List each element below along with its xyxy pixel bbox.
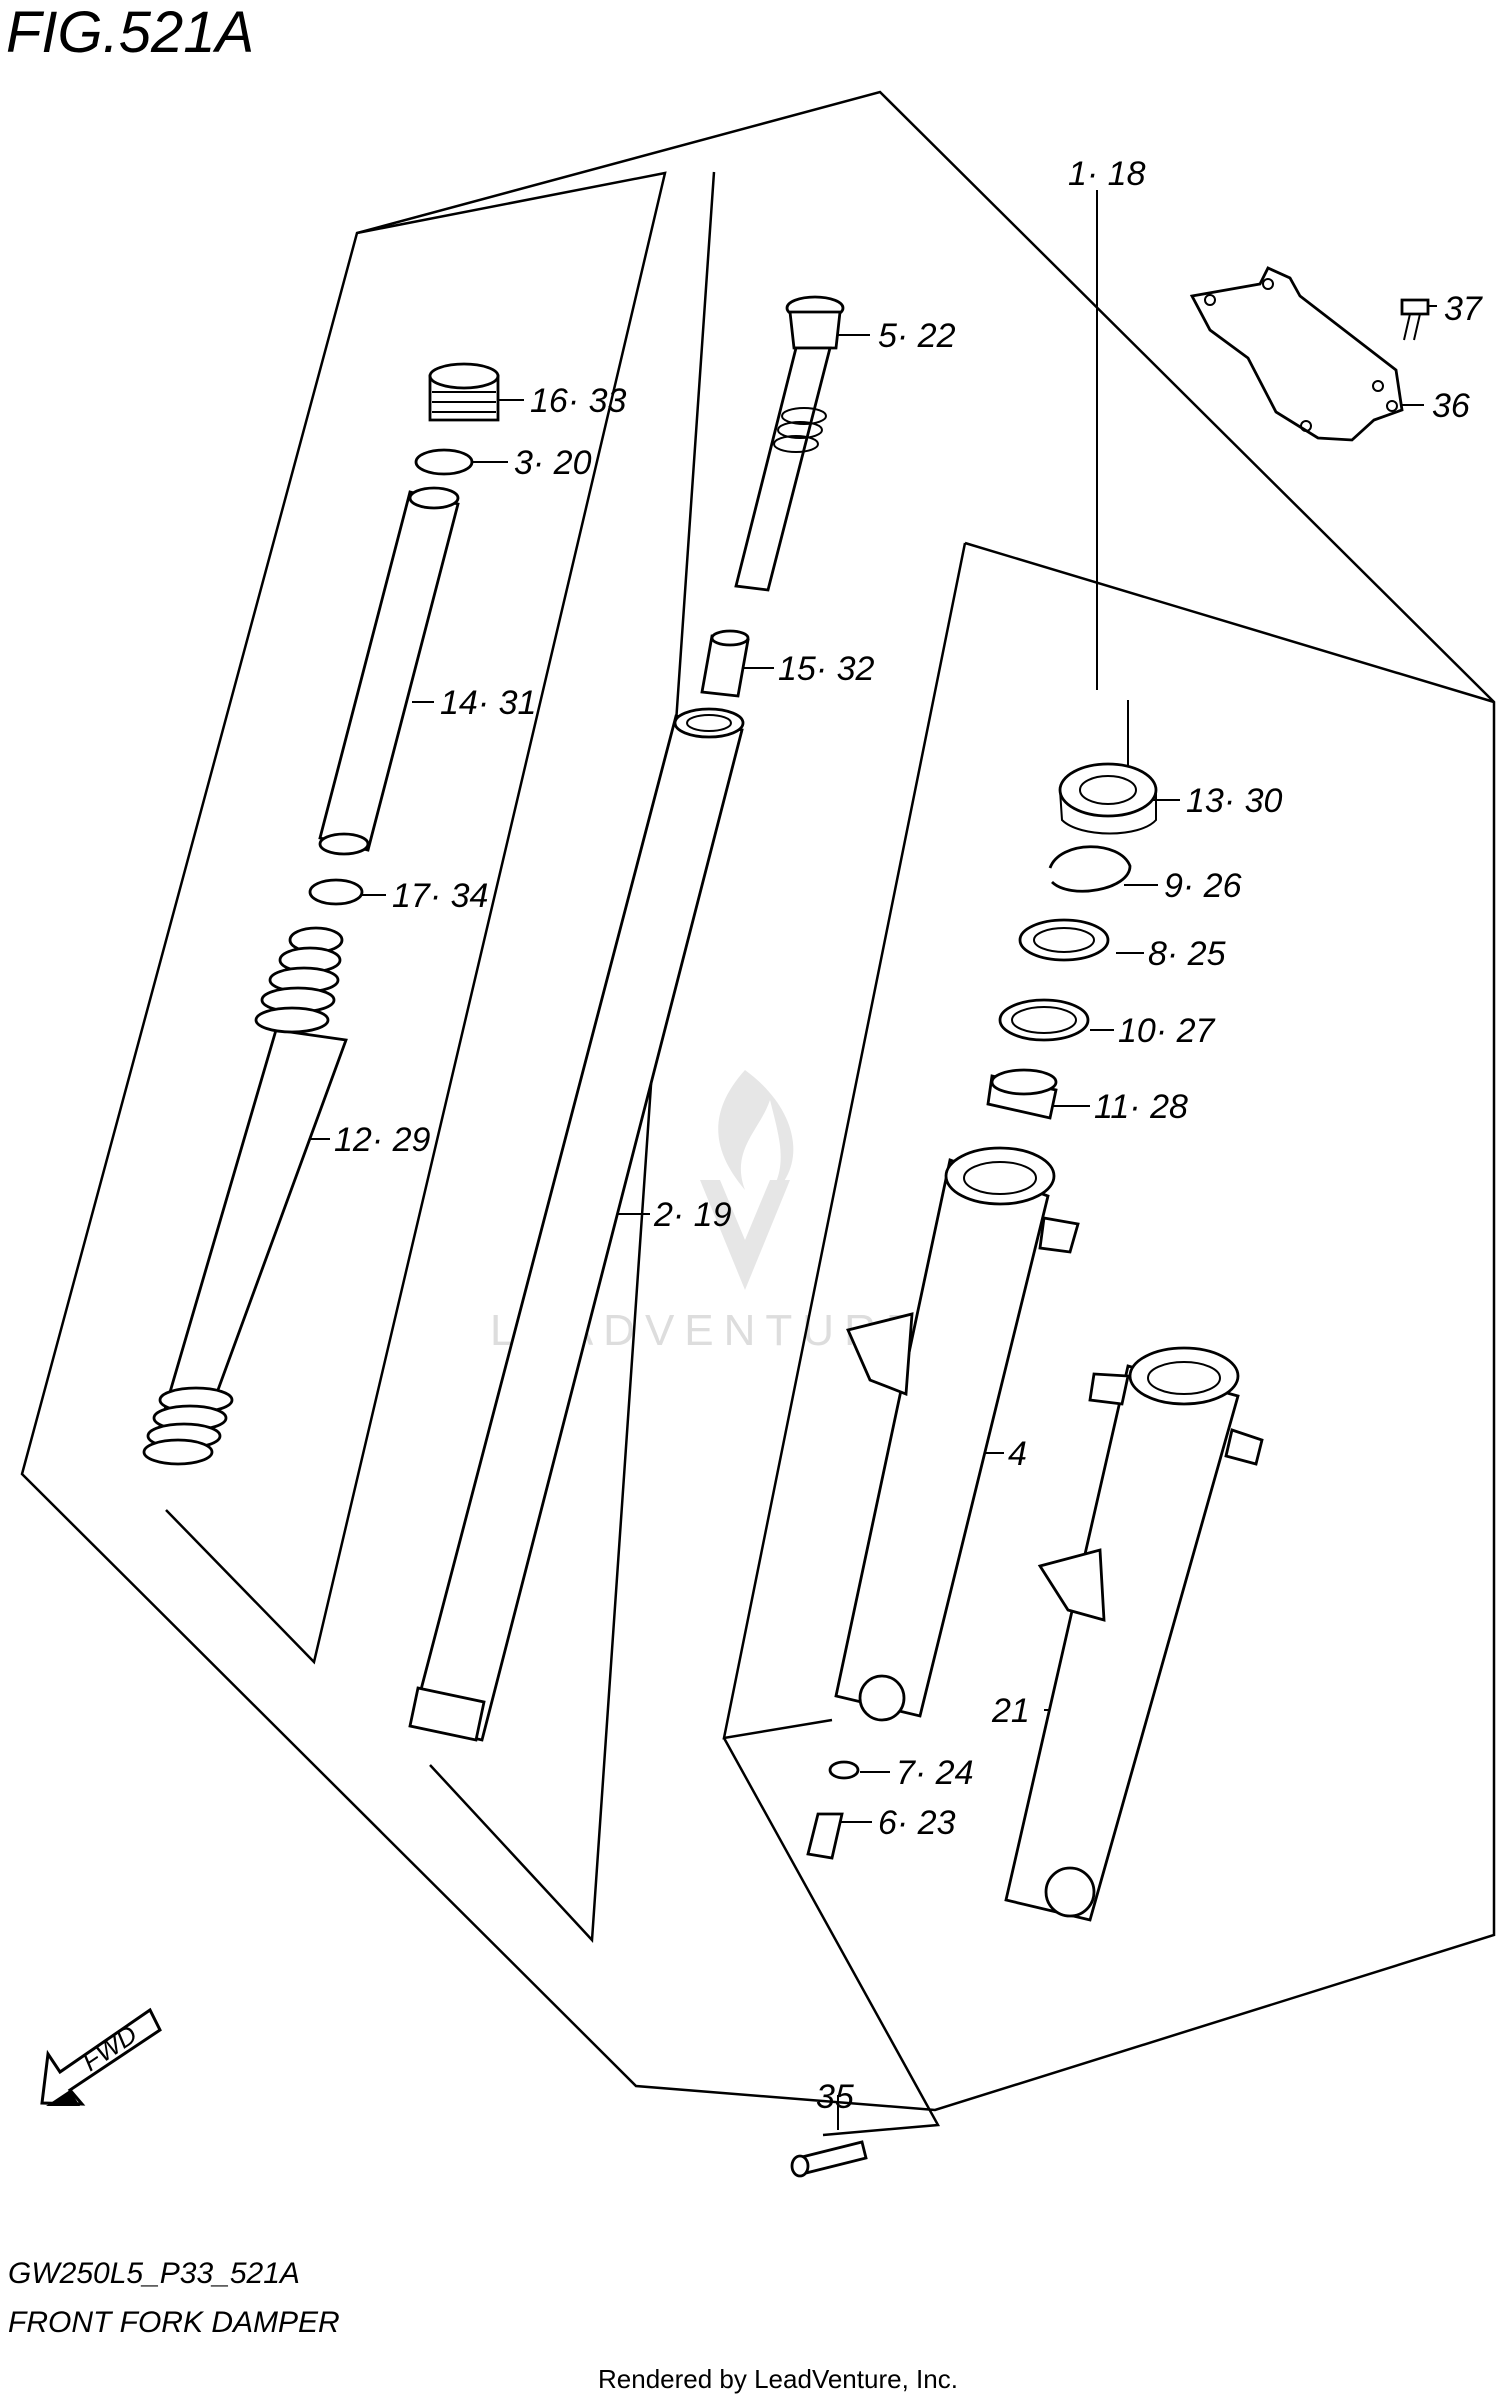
outer-assembly-frame xyxy=(20,90,1496,2112)
seal-spacer xyxy=(1018,918,1110,962)
leader-lines xyxy=(300,190,1437,2130)
retaining-ring xyxy=(1048,845,1132,893)
diagram-caption: FRONT FORK DAMPER xyxy=(8,2306,340,2339)
callout-9-26: 9· 26 xyxy=(1164,867,1242,905)
callout-labels: 1· 18 5· 22 37 16· 33 36 3· 20 15· 32 14… xyxy=(334,155,1483,2116)
callout-4: 4 xyxy=(1008,1435,1027,1473)
small-screw-37 xyxy=(1400,298,1430,341)
axle-bolt-35 xyxy=(790,2140,868,2178)
spring-washer xyxy=(308,878,364,906)
spacer-pipe xyxy=(318,486,460,856)
figure-title: FIG.521A xyxy=(6,0,254,65)
callout-17-34: 17· 34 xyxy=(392,877,488,915)
damper-rod xyxy=(734,295,845,592)
callout-3-20: 3· 20 xyxy=(514,444,592,482)
callout-10-27: 10· 27 xyxy=(1118,1012,1215,1050)
o-ring xyxy=(414,448,474,476)
callout-1-18: 1· 18 xyxy=(1068,155,1146,193)
callout-15-32: 15· 32 xyxy=(778,650,874,688)
render-credit: Rendered by LeadVenture, Inc. xyxy=(598,2364,958,2394)
oil-lock-piece xyxy=(700,629,750,698)
inner-tube xyxy=(408,707,745,1742)
damper-bolt-6 xyxy=(806,1812,844,1860)
guide-metal-11 xyxy=(986,1068,1058,1120)
fork-cap-bolt xyxy=(428,362,500,422)
guide-metal-10 xyxy=(998,998,1090,1042)
outer-tube-right xyxy=(1004,1346,1264,1922)
callout-5-22: 5· 22 xyxy=(878,317,956,355)
oil-seal xyxy=(1058,762,1158,835)
callout-13-30: 13· 30 xyxy=(1186,782,1282,820)
fork-spring xyxy=(142,926,348,1466)
outer-tube-left xyxy=(834,1146,1080,1722)
model-code: GW250L5_P33_521A xyxy=(8,2257,300,2290)
callout-16-33: 16· 33 xyxy=(530,382,626,420)
axle-bolt-frame xyxy=(722,1737,941,2137)
callout-11-28: 11· 28 xyxy=(1094,1088,1188,1126)
washer-7 xyxy=(828,1760,860,1780)
callout-2-19: 2· 19 xyxy=(653,1196,732,1234)
fork-bracket-plate xyxy=(1189,266,1404,442)
callout-37: 37 xyxy=(1444,290,1483,328)
fwd-arrow-icon: FWD xyxy=(40,2007,162,2106)
callout-6-23: 6· 23 xyxy=(878,1804,956,1842)
callout-8-25: 8· 25 xyxy=(1148,935,1226,973)
spring-kit-frame xyxy=(165,171,667,1665)
callout-12-29: 12· 29 xyxy=(334,1121,430,1159)
callout-36: 36 xyxy=(1432,387,1470,425)
callout-21: 21 xyxy=(991,1692,1030,1730)
callout-7-24: 7· 24 xyxy=(896,1754,974,1792)
callout-35: 35 xyxy=(816,2078,854,2116)
callout-14-31: 14· 31 xyxy=(440,684,536,722)
